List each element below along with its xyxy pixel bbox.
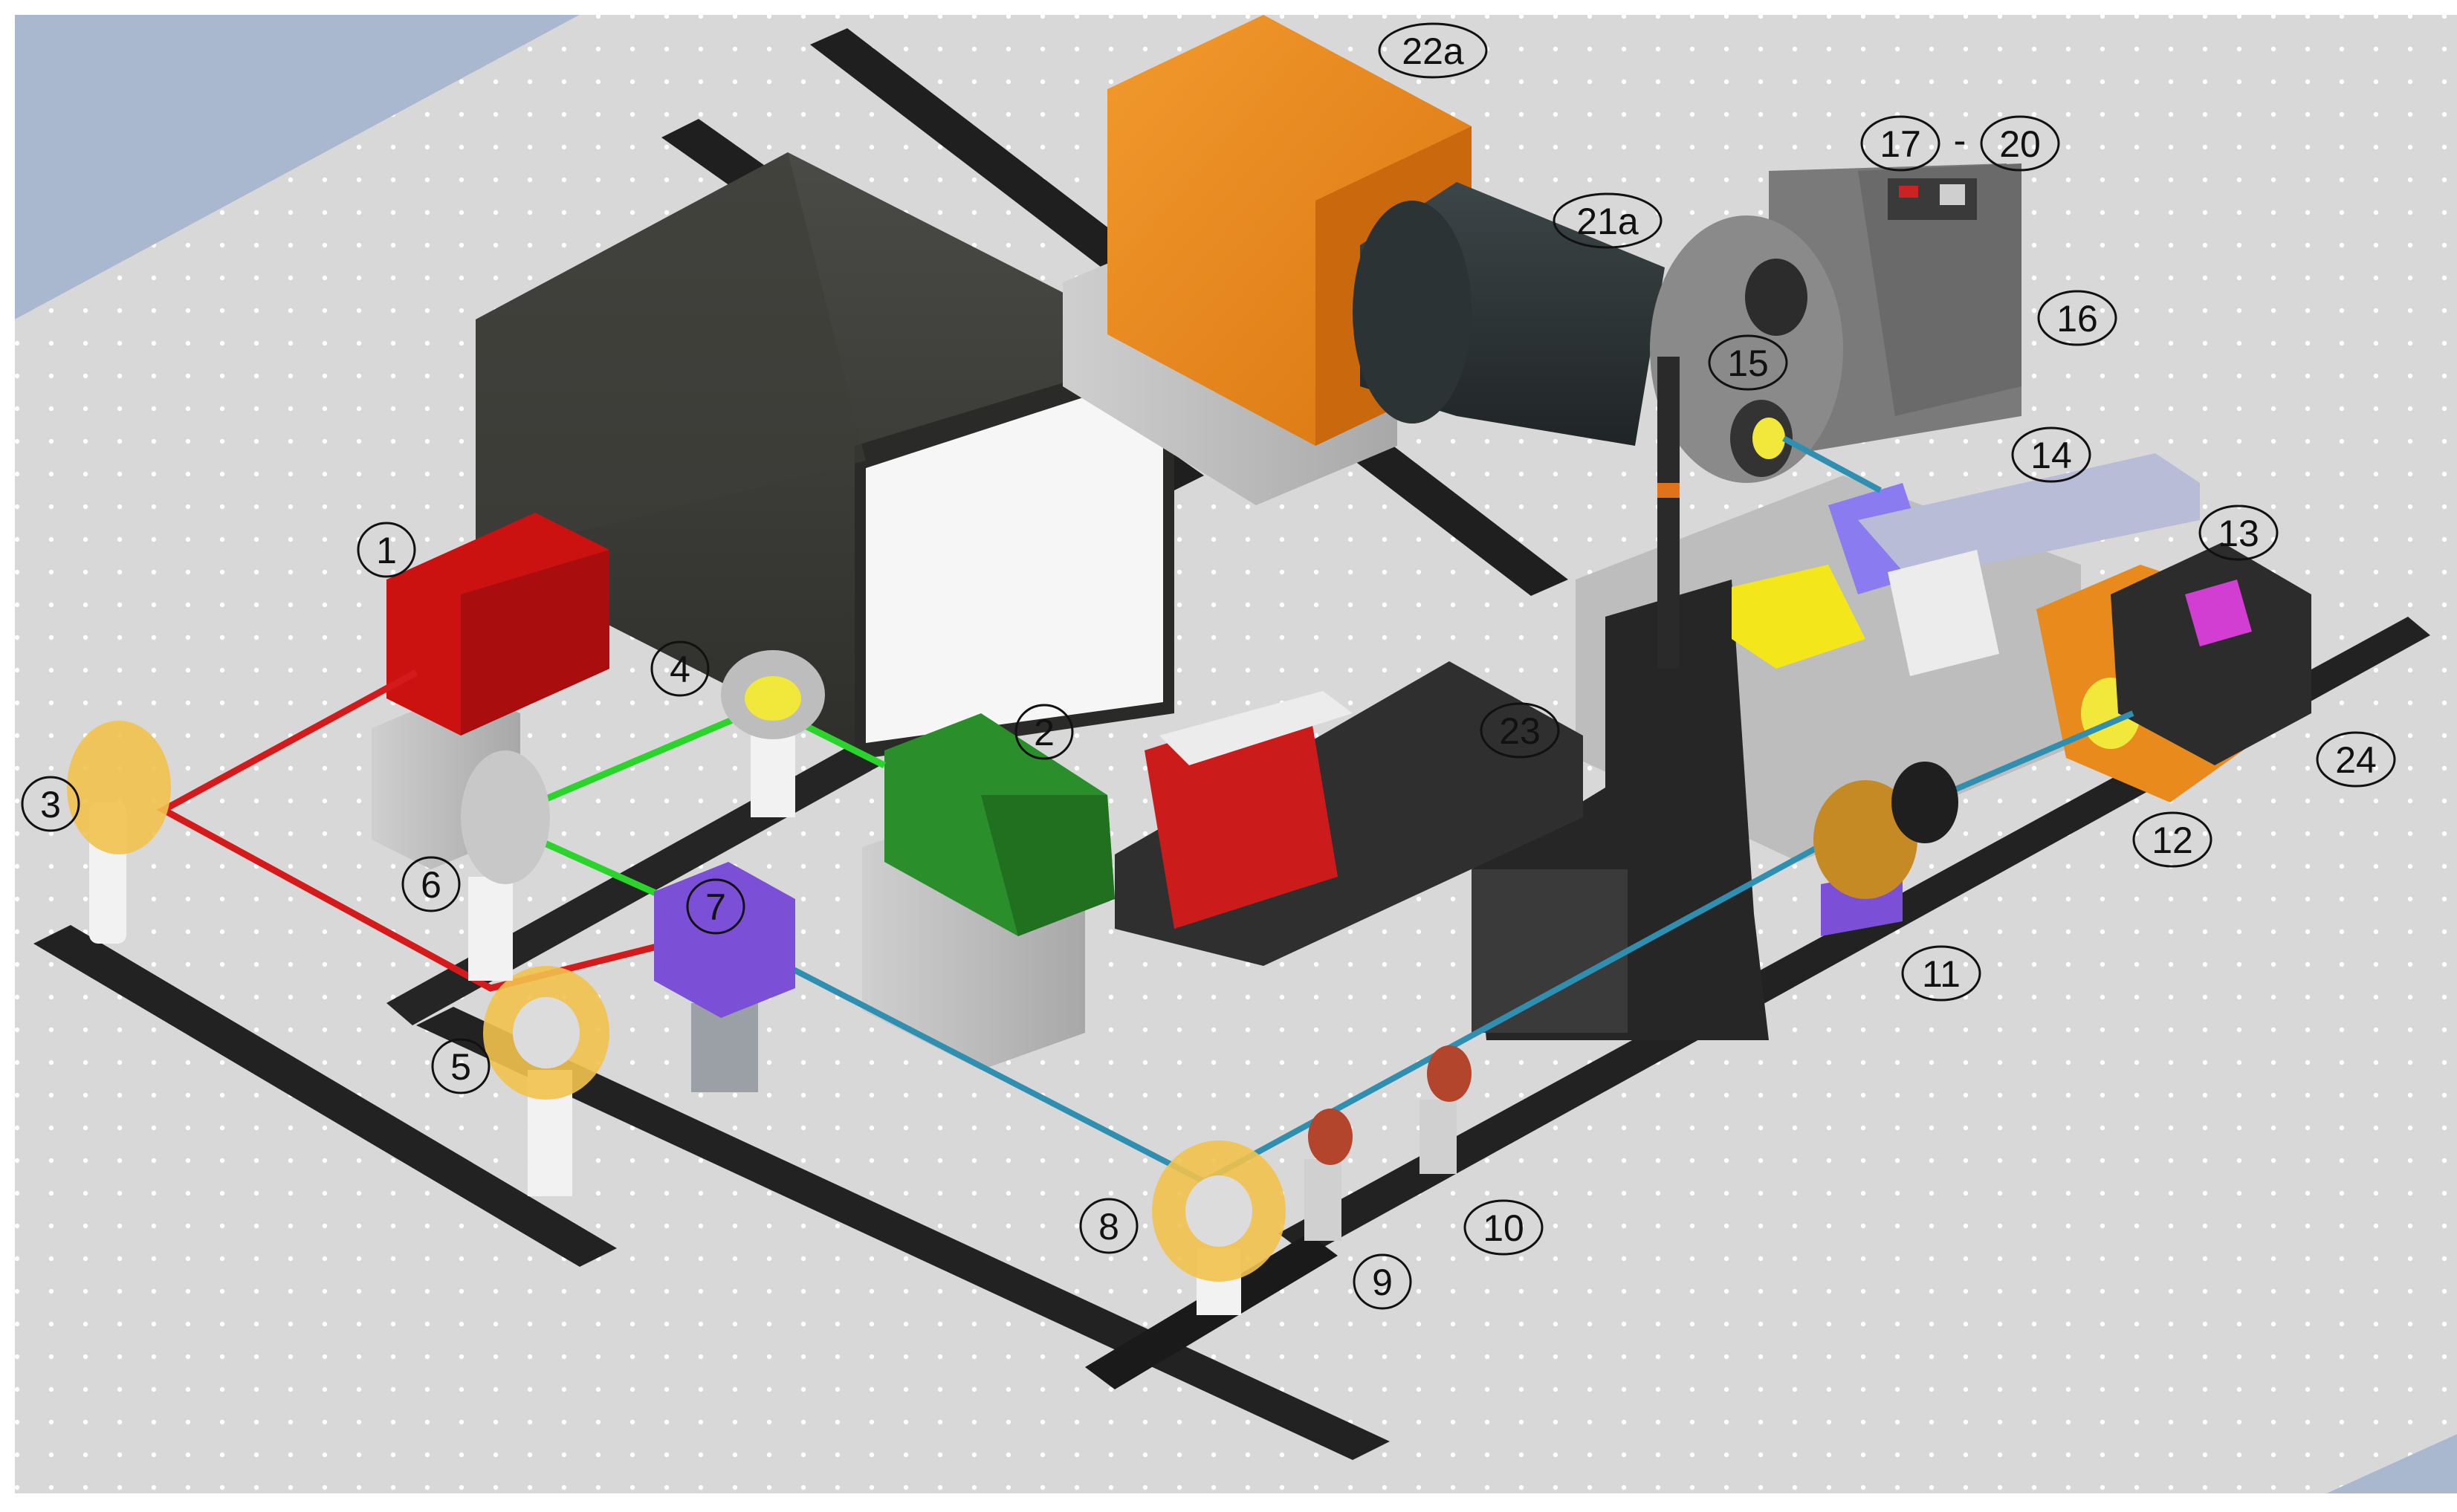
callout-4: 4 (650, 640, 710, 697)
callout-range-dash: - (1954, 120, 1966, 161)
lens-mount-10 (1420, 1045, 1472, 1174)
spectrometer-body (1650, 163, 2021, 483)
combined-beam-sample (1782, 435, 1882, 493)
callout-22a: 22a (1378, 22, 1488, 79)
mirror-mount-6 (461, 750, 550, 981)
svg-text:2: 2 (1034, 712, 1055, 753)
white-mount-block (1888, 550, 1999, 676)
callout-23: 23 (1480, 702, 1560, 759)
svg-text:6: 6 (421, 864, 441, 906)
grey-lever-arm (1858, 453, 2200, 580)
callout-13: 13 (2198, 504, 2279, 561)
laser-module-red (372, 513, 609, 869)
svg-text:22a: 22a (1402, 30, 1464, 72)
optical-mounts (67, 650, 1958, 1315)
beam-combiner-cube-7 (654, 862, 795, 1092)
camera-assembly (1063, 15, 1665, 505)
svg-text:17: 17 (1880, 123, 1921, 165)
svg-text:12: 12 (2152, 820, 2193, 861)
svg-text:23: 23 (1499, 710, 1541, 752)
callout-2: 2 (1014, 704, 1074, 760)
callout-8: 8 (1079, 1198, 1139, 1254)
callout-1: 1 (357, 522, 416, 578)
mirror-mount-8 (1152, 1141, 1286, 1315)
svg-text:14: 14 (2030, 435, 2072, 476)
svg-text:1: 1 (376, 530, 397, 571)
callout-10: 10 (1463, 1199, 1544, 1256)
yellow-sample-holder (1732, 565, 1865, 669)
callout-9: 9 (1353, 1253, 1412, 1310)
rail-left-front (33, 925, 617, 1267)
callout-12: 12 (2132, 811, 2212, 868)
callout-17: 17 (1860, 115, 1940, 172)
callout-16: 16 (2037, 290, 2117, 346)
red-beam (156, 669, 670, 992)
lens-mount-9 (1304, 1109, 1353, 1241)
svg-text:20: 20 (1999, 123, 2041, 165)
callout-14: 14 (2011, 426, 2091, 483)
large-black-enclosure (476, 152, 1174, 758)
post-holder-rod (1657, 357, 1680, 669)
callout-15: 15 (1708, 334, 1788, 391)
svg-text:8: 8 (1098, 1206, 1119, 1247)
mirror-mount-5 (483, 966, 609, 1196)
callout-5: 5 (431, 1038, 491, 1094)
svg-text:21a: 21a (1576, 201, 1639, 242)
callout-3: 3 (21, 776, 80, 832)
svg-text:13: 13 (2218, 513, 2259, 554)
callout-7: 7 (686, 878, 745, 935)
svg-text:9: 9 (1372, 1262, 1393, 1303)
sample-stage (1472, 357, 2311, 1040)
callout-labels: 1 2 3 4 5 6 7 8 (21, 22, 2396, 1310)
black-detector (2111, 542, 2311, 765)
svg-text:4: 4 (670, 649, 690, 690)
svg-text:24: 24 (2335, 739, 2377, 781)
svg-text:11: 11 (1922, 953, 1961, 995)
svg-text:5: 5 (450, 1046, 471, 1088)
callout-24: 24 (2316, 731, 2396, 788)
svg-text:16: 16 (2056, 298, 2098, 340)
callout-21a: 21a (1553, 192, 1663, 249)
svg-text:3: 3 (40, 784, 61, 825)
combined-beam-upper (1923, 710, 2134, 805)
mirror-mount-3 (67, 721, 171, 944)
svg-text:15: 15 (1727, 343, 1769, 384)
dichroic-mount-4 (721, 650, 825, 817)
objective-mount-11 (1813, 762, 1958, 936)
svg-text:10: 10 (1483, 1207, 1524, 1249)
callout-11: 11 (1901, 945, 1981, 1002)
callout-20: 20 (1980, 115, 2060, 172)
callout-6: 6 (401, 856, 461, 912)
svg-text:7: 7 (705, 886, 726, 928)
laser-module-green (862, 713, 1115, 1070)
camera-lens-mount (1353, 201, 1472, 424)
power-supply-unit (1115, 661, 1583, 966)
